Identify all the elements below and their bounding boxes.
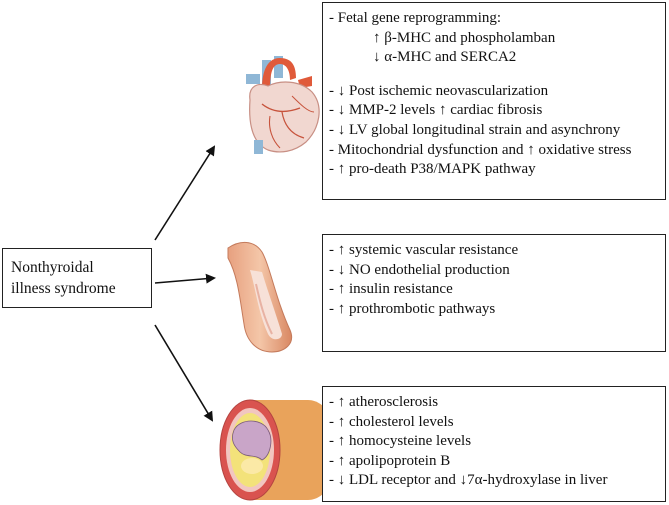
arrow-to-artery: [154, 324, 214, 422]
cardiac-effect-item: - Fetal gene reprogramming:: [329, 10, 502, 26]
source-label-line2: illness syndrome: [11, 280, 116, 297]
vascular-effects-box: - ↑ systemic vascular resistance - ↓ NO …: [322, 234, 666, 352]
metabolic-effect-item: - ↑ cholesterol levels: [329, 413, 454, 430]
metabolic-effects-box: - ↑ atherosclerosis - ↑ cholesterol leve…: [322, 386, 666, 502]
heart-illustration: [246, 56, 320, 154]
blood-vessel-illustration: [227, 242, 292, 353]
vascular-effect-item: - ↑ systemic vascular resistance: [329, 242, 519, 258]
vascular-effect-item: - ↓ NO endothelial production: [329, 261, 510, 278]
vascular-effect-item: - ↑ insulin resistance: [329, 281, 453, 298]
source-label-line1: Nonthyroidal: [11, 259, 94, 276]
cardiac-effect-item: - Mitochondrial dysfunction and ↑ oxidat…: [329, 141, 632, 158]
metabolic-effect-item: - ↑ atherosclerosis: [329, 394, 439, 410]
metabolic-effect-item: - ↓ LDL receptor and ↓7α-hydroxylase in …: [329, 472, 608, 489]
artery-cross-section-illustration: [219, 399, 340, 501]
metabolic-effect-item: - ↑ homocysteine levels: [329, 433, 472, 450]
cardiac-effect-item: - ↓ MMP-2 levels ↑ cardiac fibrosis: [329, 102, 543, 119]
vascular-effect-item: - ↑ prothrombotic pathways: [329, 300, 496, 317]
metabolic-effect-item: - ↑ apolipoprotein B: [329, 452, 451, 469]
arrow-to-vessel: [154, 273, 216, 284]
cardiac-effect-item: - ↑ pro-death P38/MAPK pathway: [329, 161, 536, 178]
source-condition-box: Nonthyroidal illness syndrome: [2, 248, 152, 308]
cardiac-effect-subitem: ↑ β-MHC and phospholamban: [373, 29, 556, 46]
cardiac-effect-item: - ↓ Post ischemic neovascularization: [329, 82, 549, 99]
cardiac-effects-box: - Fetal gene reprogramming: ↑ β-MHC and …: [322, 2, 666, 200]
cardiac-effect-subitem: ↓ α-MHC and SERCA2: [373, 49, 517, 66]
cardiac-effect-item: - ↓ LV global longitudinal strain and as…: [329, 121, 621, 138]
arrow-to-heart: [154, 145, 216, 241]
